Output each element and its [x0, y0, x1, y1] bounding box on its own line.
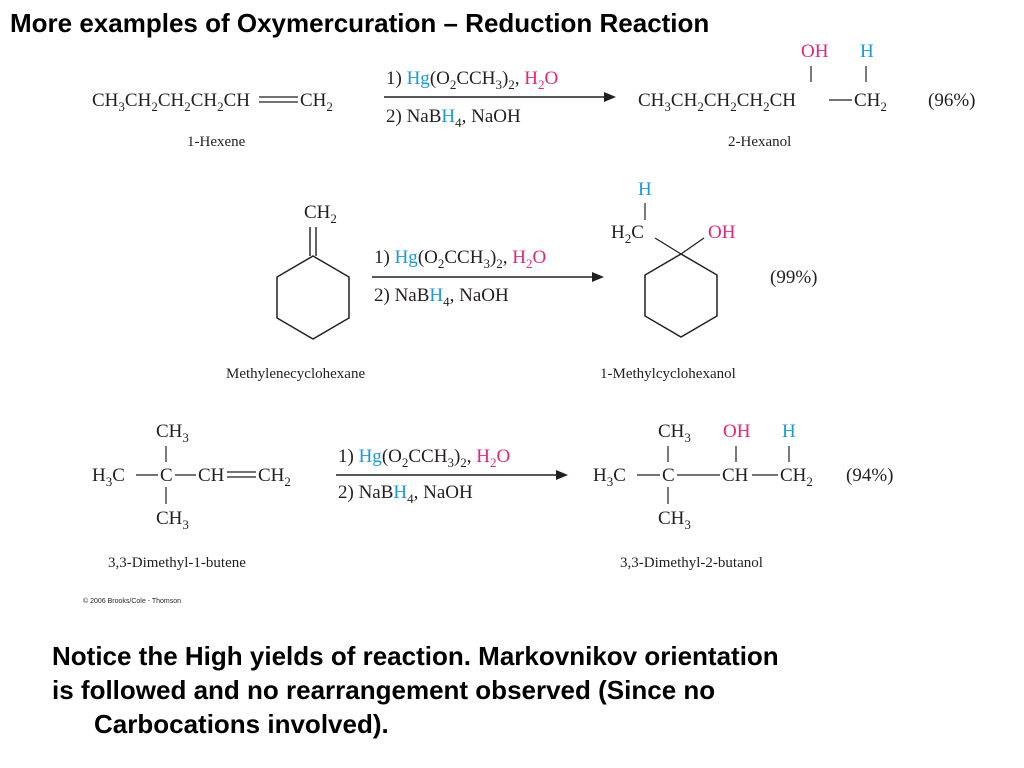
reaction-2: CH2 Methylenecyclohexane 1) Hg(O2CCH3)2,…	[226, 179, 817, 382]
product-3-name: 3,3-Dimethyl-2-butanol	[620, 555, 763, 571]
product-1-name: 2-Hexanol	[728, 134, 791, 150]
product-1-oh: OH	[801, 41, 829, 62]
reactant-3-c: C	[160, 465, 173, 486]
reactant-3-ch3-top: CH3	[156, 421, 189, 445]
cyclohexane-ring-reactant	[276, 255, 350, 340]
reactant-1-name: 1-Hexene	[187, 134, 246, 150]
reaction-1: CH3CH2CH2CH2CH CH2 1-Hexene 1) Hg(O2CCH3…	[92, 41, 975, 150]
arrowhead-3	[556, 470, 568, 480]
cyclohexane-ring-product	[644, 253, 718, 338]
reagent-3-line1: 1) Hg(O2CCH3)2, H2O	[338, 446, 510, 470]
copyright-notice: © 2006 Brooks/Cole - Thomson	[83, 597, 181, 605]
reactant-1-terminal: CH2	[300, 90, 333, 114]
arrowhead-2	[592, 272, 604, 282]
product-3-ch3-bottom: CH3	[658, 508, 691, 532]
arrowhead-1	[604, 92, 616, 102]
product-1-h: H	[860, 41, 874, 62]
reaction-3: CH3 H3C C CH CH2 CH3 3,3-Dimethyl-1-bute…	[92, 421, 893, 571]
product-3-oh: OH	[723, 421, 751, 442]
reagent-2-line1: 1) Hg(O2CCH3)2, H2O	[374, 247, 546, 271]
reagent-1-line2: 2) NaBH4, NaOH	[386, 106, 521, 130]
product-3-ch: CH	[722, 465, 749, 486]
product-2-oh: OH	[708, 222, 736, 243]
reagent-1-line1: 1) Hg(O2CCH3)2, H2O	[386, 68, 558, 92]
reactant-3-h3c: H3C	[92, 465, 125, 489]
reagent-2-line2: 2) NaBH4, NaOH	[374, 285, 509, 309]
yield-1: (96%)	[928, 90, 975, 111]
product-2-h: H	[638, 179, 652, 200]
reactant-3-ch2: CH2	[258, 465, 291, 489]
bond-2-ch3	[654, 237, 682, 255]
note-line-2: is followed and no rearrangement observe…	[52, 674, 716, 705]
reactant-1-formula: CH3CH2CH2CH2CH	[92, 90, 250, 114]
reagent-3-line2: 2) NaBH4, NaOH	[338, 482, 473, 506]
product-3-ch3-top: CH3	[658, 421, 691, 445]
summary-note: Notice the High yields of reaction. Mark…	[52, 640, 1012, 741]
product-3-ch2: CH2	[780, 465, 813, 489]
reactant-3-ch3-bottom: CH3	[156, 508, 189, 532]
reactant-2-ch2: CH2	[304, 202, 337, 226]
product-1-formula: CH3CH2CH2CH2CH	[638, 90, 796, 114]
product-3-h3c: H3C	[593, 465, 626, 489]
reactant-2-name: Methylenecyclohexane	[226, 366, 365, 382]
reaction-scheme: CH3CH2CH2CH2CH CH2 1-Hexene 1) Hg(O2CCH3…	[83, 41, 975, 605]
product-2-name: 1-Methylcyclohexanol	[600, 366, 736, 382]
product-3-h: H	[782, 421, 796, 442]
yield-2: (99%)	[770, 267, 817, 288]
yield-3: (94%)	[846, 465, 893, 486]
note-line-1: Notice the High yields of reaction. Mark…	[52, 641, 779, 671]
reactant-3-ch: CH	[198, 465, 225, 486]
product-1-terminal: CH2	[854, 90, 887, 114]
product-3-c: C	[662, 465, 675, 486]
reactant-3-name: 3,3-Dimethyl-1-butene	[108, 555, 246, 571]
product-2-h2c: H2C	[611, 222, 644, 246]
slide-title: More examples of Oxymercuration – Reduct…	[10, 8, 710, 38]
note-line-3: Carbocations involved).	[94, 708, 389, 739]
bond-2-oh	[680, 237, 705, 255]
